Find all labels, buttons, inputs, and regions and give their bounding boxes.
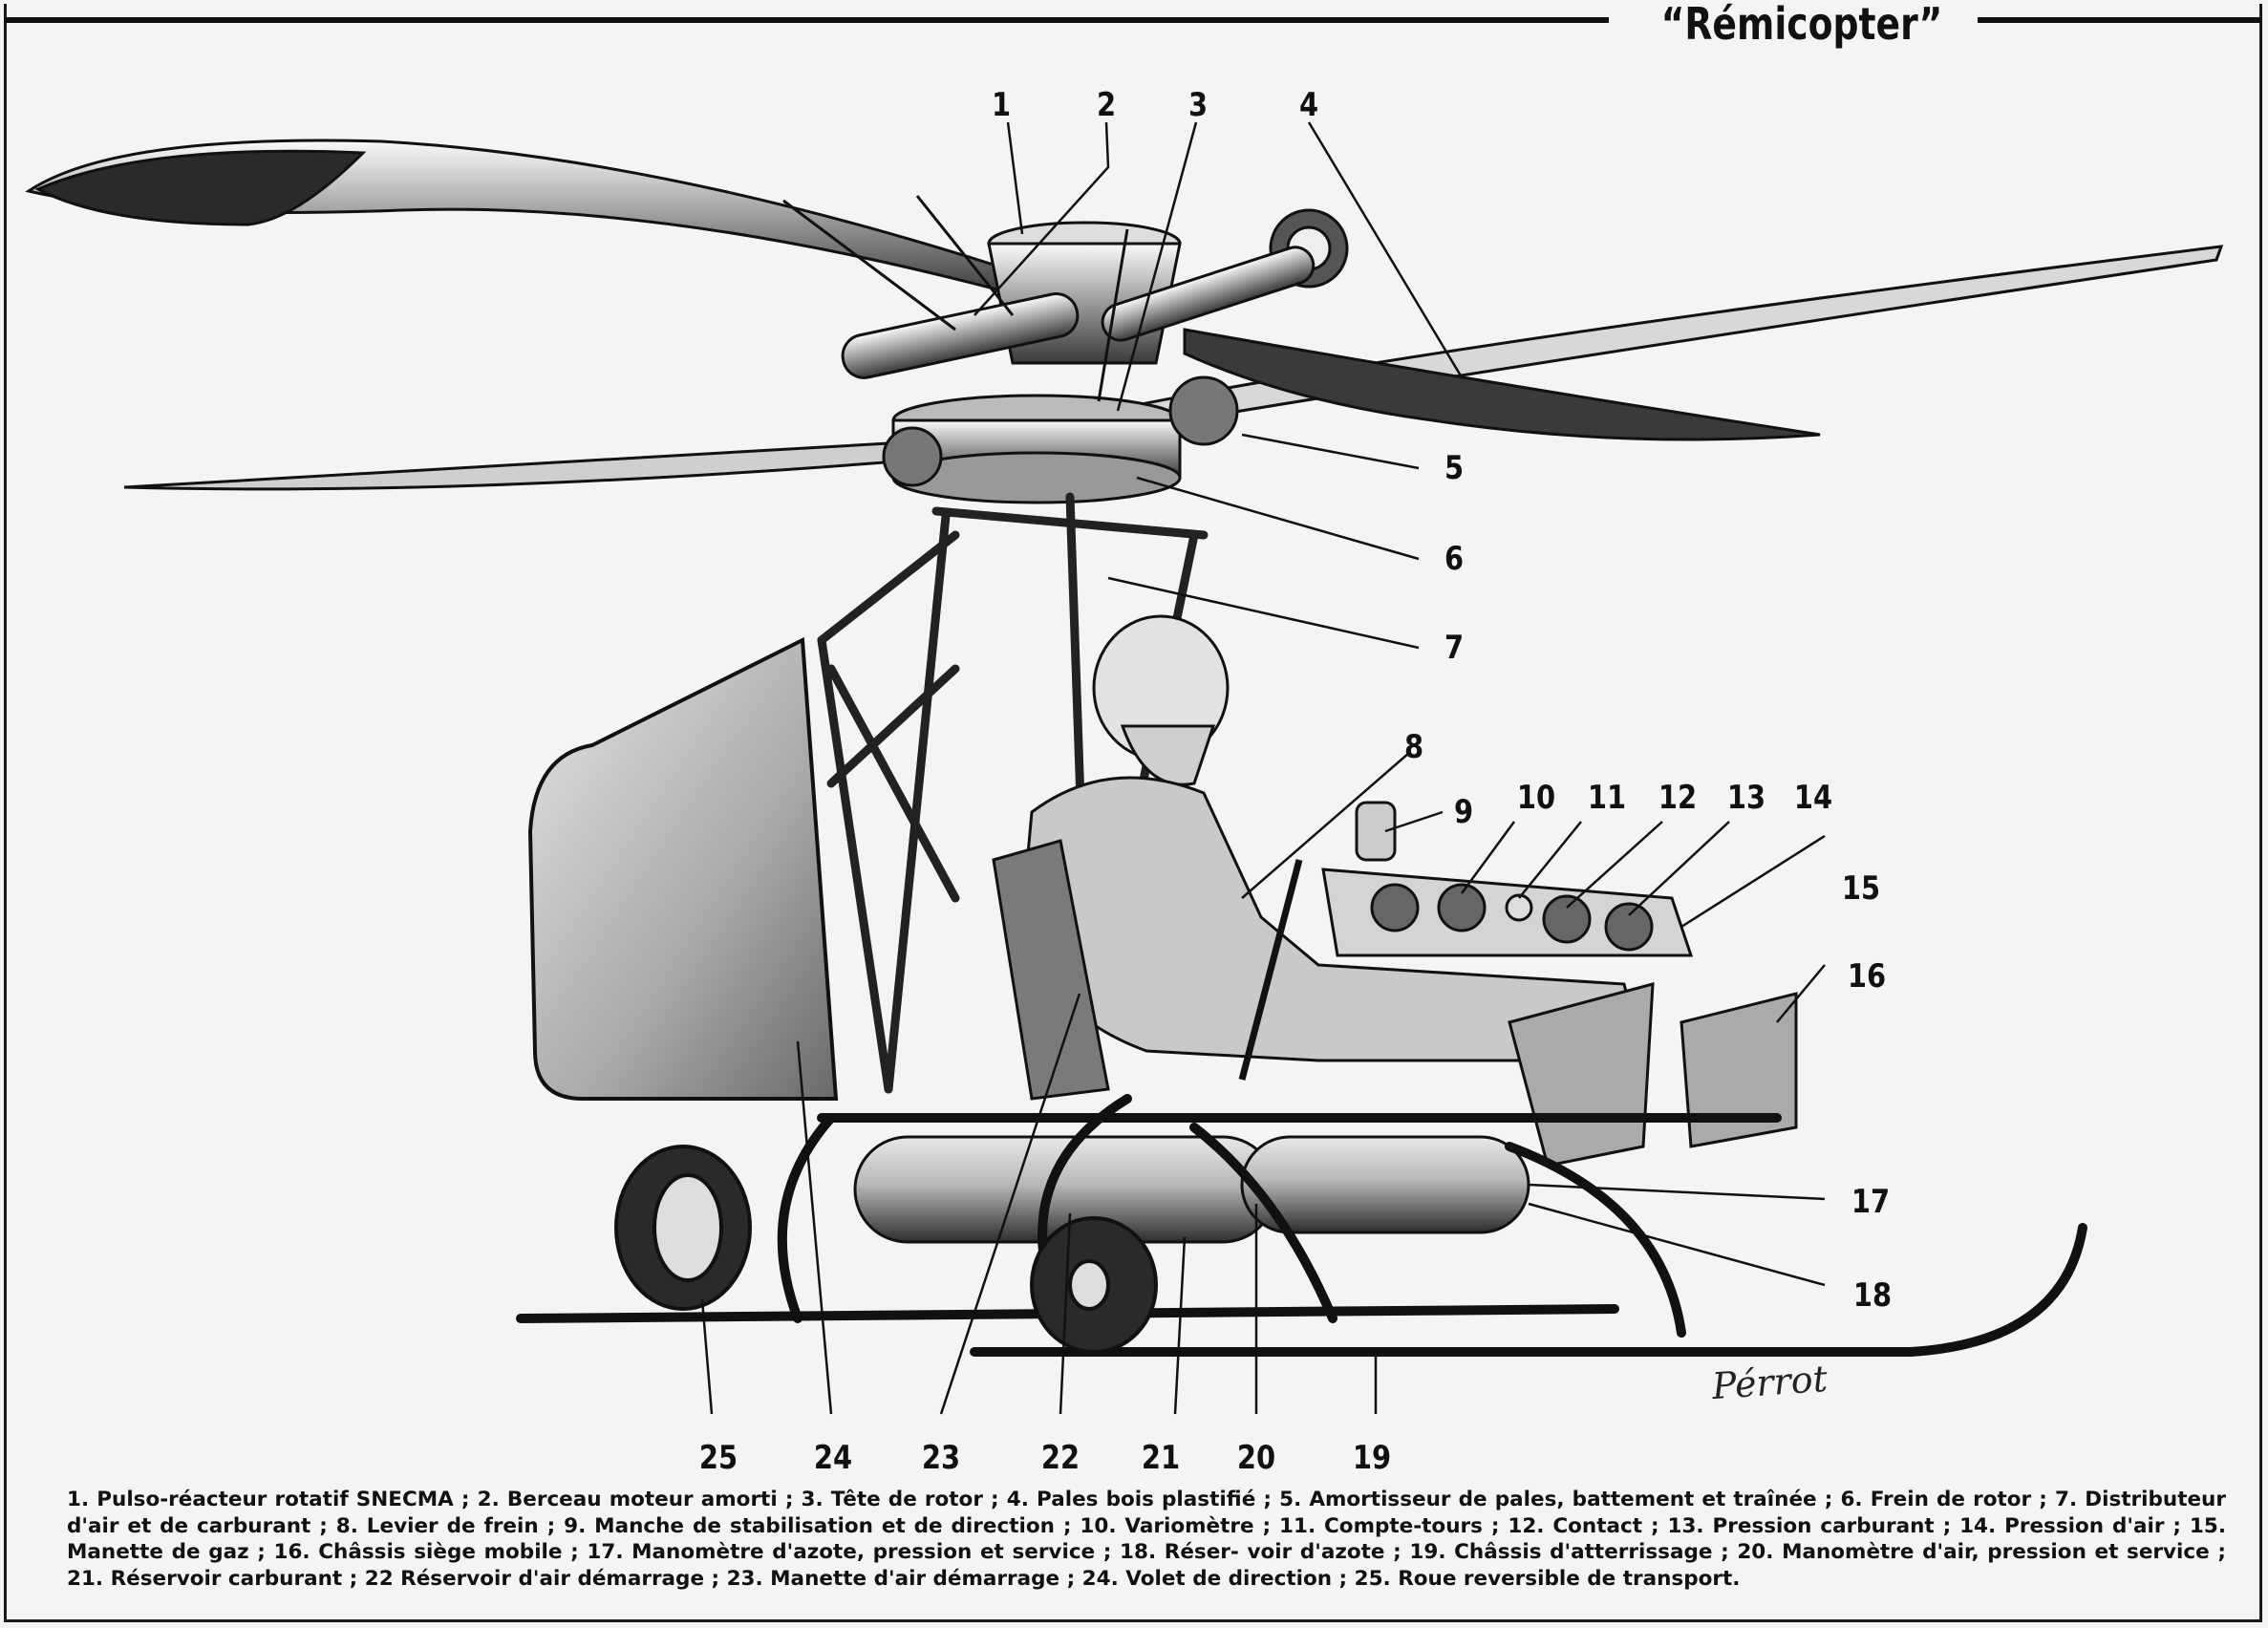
- callout-14: 14: [1793, 779, 1833, 817]
- diagram-title: “Rémicopter”: [1660, 0, 1943, 50]
- callout-5: 5: [1444, 449, 1465, 487]
- callout-2: 2: [1096, 86, 1117, 124]
- callout-25: 25: [698, 1439, 738, 1477]
- callout-24: 24: [813, 1439, 853, 1477]
- title-rule-right: [1978, 17, 2262, 23]
- callout-6: 6: [1444, 540, 1465, 578]
- legend-line-3: 12. Contact ; 13. Pression carburant ; 1…: [67, 1513, 2227, 1565]
- callout-17: 17: [1851, 1183, 1891, 1221]
- tanks: [853, 1135, 1530, 1244]
- legend-line-2: 6. Frein de rotor ; 7. Distributeur d'ai…: [67, 1488, 2226, 1538]
- callout-15: 15: [1841, 869, 1881, 908]
- leader-lines: [700, 121, 1826, 1415]
- transport-wheels: [614, 1145, 1158, 1354]
- callout-19: 19: [1352, 1439, 1392, 1477]
- callout-21: 21: [1141, 1439, 1181, 1477]
- callout-16: 16: [1847, 957, 1887, 996]
- callout-9: 9: [1453, 793, 1474, 831]
- instrument-panel: [1238, 801, 1694, 1081]
- legend-line-1: 1. Pulso-réacteur rotatif SNECMA ; 2. Be…: [67, 1488, 1833, 1511]
- callout-4: 4: [1298, 86, 1319, 124]
- legend-caption: 1. Pulso-réacteur rotatif SNECMA ; 2. Be…: [67, 1487, 2226, 1592]
- callout-22: 22: [1040, 1439, 1081, 1477]
- callout-3: 3: [1187, 86, 1209, 124]
- callout-12: 12: [1658, 779, 1698, 817]
- artist-signature: Pérrot: [1710, 1357, 1829, 1408]
- callout-7: 7: [1444, 629, 1465, 667]
- title-rule-left: [4, 17, 1609, 23]
- callout-8: 8: [1403, 728, 1424, 766]
- legend-line-5: d'air démarrage ; 24. Volet de direction…: [873, 1566, 1741, 1591]
- callout-23: 23: [921, 1439, 961, 1477]
- callout-11: 11: [1587, 779, 1627, 817]
- callout-13: 13: [1726, 779, 1766, 817]
- callout-1: 1: [991, 86, 1012, 124]
- pilot-figure: [992, 614, 1798, 1167]
- callout-18: 18: [1852, 1276, 1893, 1315]
- direction-flap: [527, 636, 839, 1101]
- rotor-hub: [782, 195, 1349, 504]
- page-border: [4, 4, 2262, 1622]
- legend-line-4: voir d'azote ; 19. Châssis d'atterrissag…: [67, 1540, 2226, 1591]
- callout-20: 20: [1236, 1439, 1276, 1477]
- callout-10: 10: [1516, 779, 1556, 817]
